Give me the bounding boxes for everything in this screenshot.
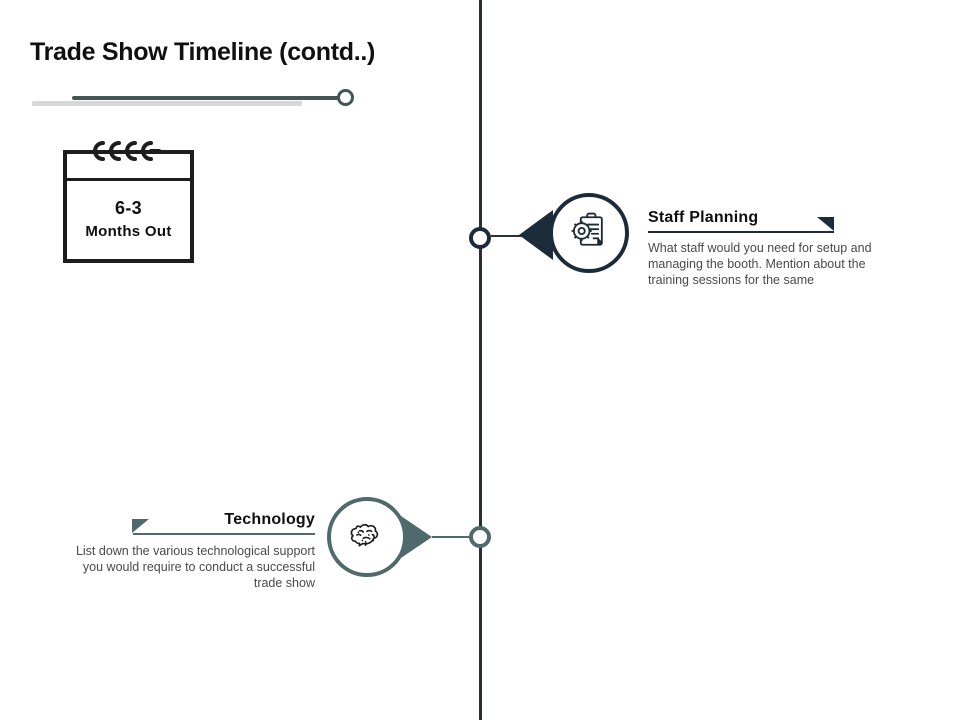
timeline-node-staff[interactable] xyxy=(469,227,491,249)
calendar-spiral-icon xyxy=(93,139,163,165)
pointer-triangle-staff xyxy=(519,210,553,260)
timeline-node-technology[interactable] xyxy=(469,526,491,548)
timeline-connector-technology xyxy=(432,536,472,538)
timeline-connector-staff xyxy=(491,235,527,237)
page-title: Trade Show Timeline (contd..) xyxy=(30,38,376,66)
milestone-flag-icon-staff xyxy=(817,217,834,231)
title-end-dot-icon xyxy=(337,89,354,106)
icon-circle-technology[interactable] xyxy=(327,497,407,577)
milestone-underline-staff xyxy=(648,231,834,233)
calendar-badge: 6-3 Months Out xyxy=(63,141,194,263)
milestone-description-technology: List down the various technological supp… xyxy=(75,544,315,590)
calendar-header-divider xyxy=(63,178,194,181)
calendar-months-label: Months Out xyxy=(85,223,172,240)
milestone-underline-technology xyxy=(133,533,315,535)
milestone-flag-icon-technology xyxy=(132,519,149,533)
icon-circle-staff[interactable] xyxy=(549,193,629,273)
calendar-text-block: 6-3 Months Out xyxy=(63,198,194,240)
calendar-months-range: 6-3 xyxy=(115,198,142,218)
milestone-heading-staff: Staff Planning xyxy=(648,209,759,226)
timeline-axis xyxy=(479,0,482,720)
brain-icon xyxy=(345,513,389,562)
milestone-heading-technology: Technology xyxy=(224,511,315,528)
milestone-description-staff: What staff would you need for setup and … xyxy=(648,241,872,287)
title-underline-accent xyxy=(72,96,344,100)
title-underline-gray xyxy=(32,101,302,106)
clipboard-gear-icon xyxy=(567,209,611,258)
